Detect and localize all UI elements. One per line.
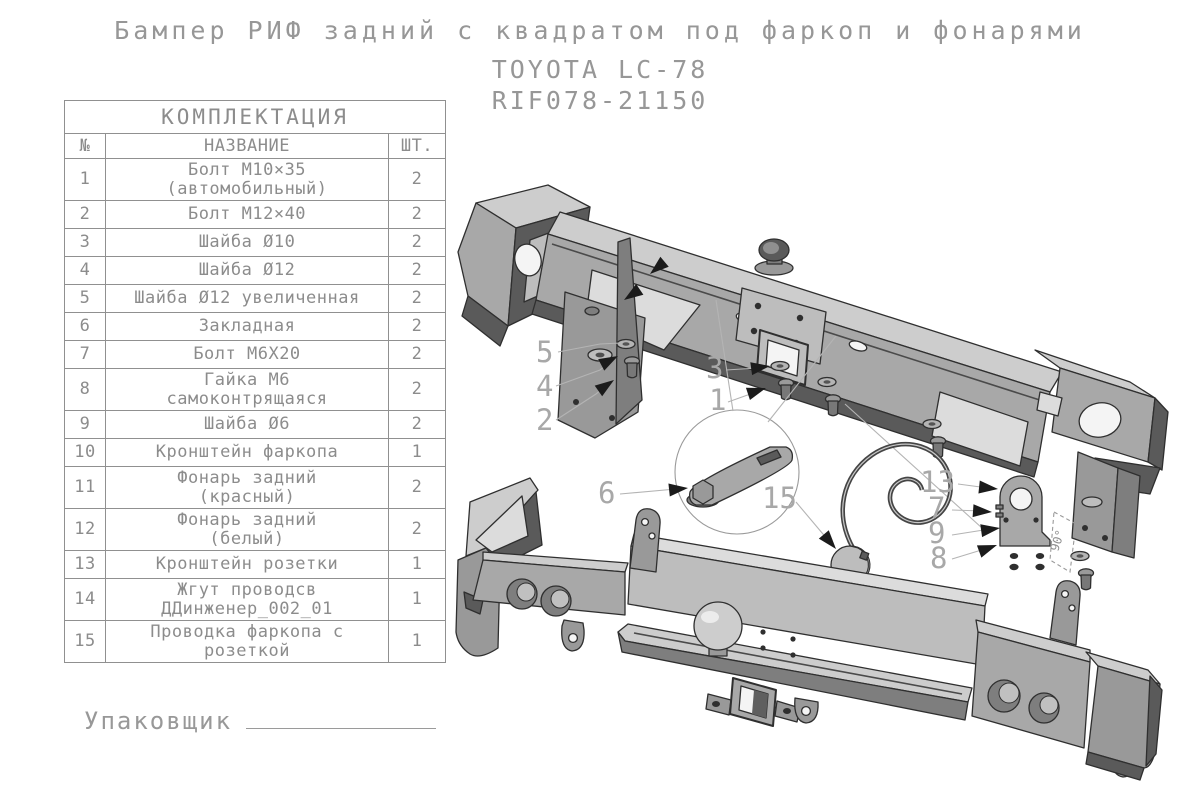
callout-8: 8 (930, 541, 947, 575)
bottom-tab (794, 697, 819, 724)
left-end-cap-assembled (455, 477, 543, 657)
signature-line (246, 704, 437, 729)
packer-label: Упаковщик (84, 707, 233, 735)
callout-9: 9 (928, 516, 945, 550)
frame-mount-tab (629, 508, 661, 573)
callout-2: 2 (536, 403, 553, 437)
packer-line: Упаковщик (84, 704, 437, 735)
callout-7: 7 (928, 491, 945, 525)
callout-5: 5 (536, 335, 553, 369)
callout-6: 6 (598, 476, 615, 510)
lamp-hole (506, 578, 538, 610)
right-end-cap-assembled (1085, 651, 1163, 781)
vehicle-model: TOYOTA LC-78 (491, 55, 709, 84)
callout-13: 13 (920, 465, 955, 499)
part-number: RIF078-21150 (491, 86, 709, 115)
assembled-view-rear-bumper (455, 477, 1163, 781)
bottom-tab (561, 619, 585, 652)
parts-table-title: КОМПЛЕКТАЦИЯ (63, 100, 447, 134)
col-header-num: № (64, 133, 106, 159)
frame-mount-tab (1049, 580, 1081, 646)
callout-labels: 5 4 2 3 1 6 15 13 7 9 8 (536, 335, 955, 575)
col-header-name: НАЗВАНИЕ (105, 133, 389, 159)
col-header-qty: ШТ. (387, 133, 447, 159)
callout-1: 1 (709, 383, 726, 417)
callout-arrows (594, 256, 1000, 558)
sheet-title: Бампер РИФ задний с квадратом под фаркоп… (114, 16, 1086, 45)
lamp-hole (1028, 692, 1060, 724)
front-face-right (971, 631, 1091, 749)
lamp-hole (540, 585, 572, 617)
callout-3: 3 (706, 351, 723, 385)
rivet-dots (760, 629, 796, 658)
right-mount-bracket (1071, 451, 1141, 559)
callout-4: 4 (536, 369, 553, 403)
receiver-opening (705, 677, 801, 727)
lamp-hole (987, 679, 1021, 713)
callout-15: 15 (762, 481, 797, 515)
exploded-view-rear-bumper (457, 184, 1169, 591)
socket-bracket: 90° (995, 475, 1077, 573)
detail-circle-zakladnaya (674, 299, 983, 535)
tow-ball (693, 601, 743, 657)
angle-note: 90° (1048, 528, 1068, 553)
